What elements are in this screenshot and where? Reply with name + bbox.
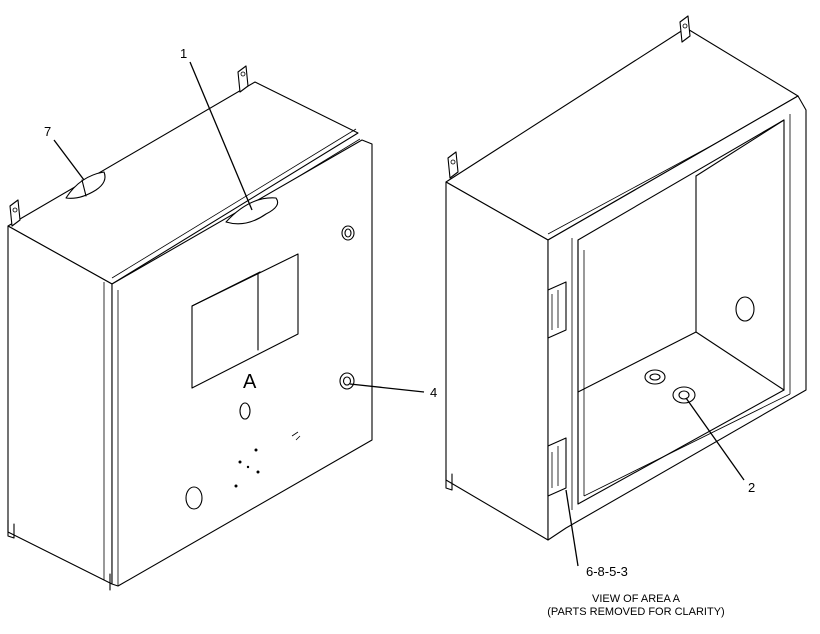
vent-dots: [234, 448, 260, 488]
hinge-bottom: [547, 437, 567, 497]
door-hole-mid: [339, 372, 355, 390]
leader-1: [189, 61, 253, 211]
door-hole-large: [185, 486, 203, 510]
open-mount-tab-right: [679, 15, 691, 43]
leader-lines: [53, 61, 745, 567]
floor-clip-2: [672, 386, 696, 404]
enclosure-open: [445, 15, 807, 541]
callout-7: 7: [44, 124, 51, 139]
callout-4: 4: [430, 385, 437, 400]
door-hole-small: [239, 402, 251, 420]
area-a-label: A: [243, 371, 257, 393]
leader-6853: [565, 489, 579, 567]
open-left-side: [445, 181, 549, 541]
enclosure-top-rim: [111, 128, 357, 279]
leader-4: [349, 383, 425, 393]
callout-2: 2: [748, 480, 755, 495]
leader-7: [53, 139, 85, 181]
door-window: [191, 253, 299, 389]
mount-tab-top-center: [237, 65, 249, 93]
enclosure-closed: [7, 65, 373, 591]
door-hole-top: [341, 225, 355, 241]
mount-tab-top-left: [9, 199, 21, 227]
callout-1: 1: [180, 46, 187, 61]
callout-6853: 6-8-5-3: [586, 564, 628, 579]
caption-line1: VIEW OF AREA A: [592, 593, 681, 605]
inner-side-hole: [735, 296, 755, 322]
open-mount-tab-left: [447, 151, 459, 179]
leader-2: [685, 397, 745, 481]
enclosure-left-side: [7, 225, 113, 585]
floor-clip-1: [644, 369, 666, 385]
hinge-top: [547, 281, 567, 339]
caption-line2: (PARTS REMOVED FOR CLARITY): [547, 606, 724, 618]
top-latch: [225, 197, 279, 225]
door-screw: [291, 431, 301, 441]
